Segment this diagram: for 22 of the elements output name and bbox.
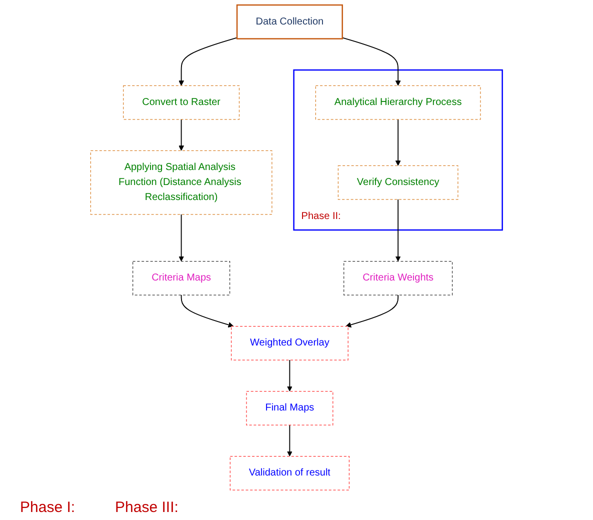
node-box: Applying Spatial Analysis Function (Distance Analysis Reclassification)	[90, 150, 272, 215]
arrow	[342, 37, 401, 86]
node-box: Convert to Raster	[123, 85, 240, 120]
node-box: Analytical Hierarchy Process	[315, 85, 481, 120]
node-box: Criteria Maps	[132, 260, 230, 296]
arrow	[286, 360, 292, 392]
arrow	[346, 294, 399, 328]
node-box: Criteria Weights	[344, 260, 453, 296]
node-box: Validation of result	[230, 456, 350, 490]
arrow	[395, 198, 401, 262]
arrow	[178, 118, 184, 151]
node-box: Weighted Overlay	[230, 326, 348, 360]
arrow	[286, 424, 292, 456]
arrow	[178, 37, 238, 86]
arrow	[178, 214, 184, 262]
arrow	[180, 294, 234, 328]
node-box: Final Maps	[246, 390, 334, 426]
node-box: Verify Consistency	[338, 165, 458, 200]
node-box: Data Collection	[236, 4, 343, 40]
phase-label: Phase III:	[115, 499, 178, 516]
arrow	[395, 118, 401, 166]
phase-label: Phase I:	[20, 499, 76, 516]
